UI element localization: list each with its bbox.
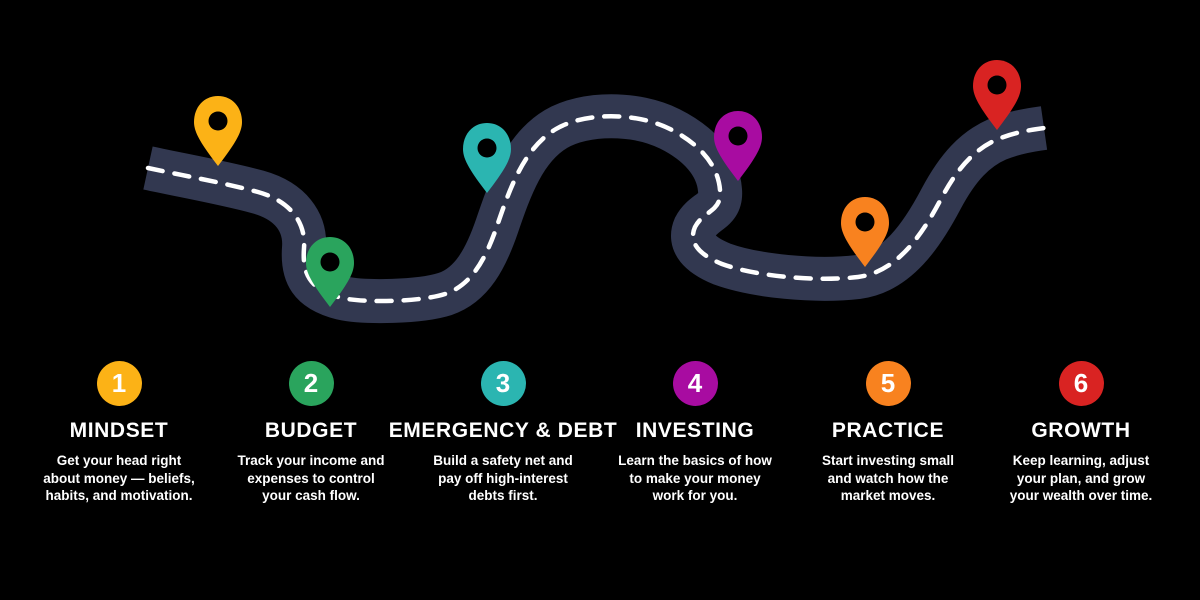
step-column-1: 1 MINDSET Get your head right about mone… <box>0 361 239 505</box>
map-pin-icon-step-6 <box>973 60 1021 130</box>
map-pin-icon-step-5 <box>841 197 889 267</box>
step-title: MINDSET <box>69 419 169 442</box>
step-number-badge: 6 <box>1058 361 1104 406</box>
step-number-badge: 3 <box>480 361 526 406</box>
step-number-badge: 4 <box>672 361 718 406</box>
step-number-badge: 1 <box>96 361 142 406</box>
step-description: Build a safety net and pay off high-inte… <box>433 453 573 503</box>
step-number-badge: 5 <box>865 361 911 406</box>
step-description: Start investing small and watch how the … <box>821 453 955 503</box>
step-title: EMERGENCY & DEBT <box>388 419 618 442</box>
map-pin-icon-step-3 <box>463 123 511 193</box>
step-description: Keep learning, adjust your plan, and gro… <box>1009 453 1153 503</box>
step-description: Get your head right about money — belief… <box>43 453 195 503</box>
road <box>143 94 1048 324</box>
step-title: PRACTICE <box>831 419 945 442</box>
step-column-6: 6 GROWTH Keep learning, adjust your plan… <box>961 361 1200 505</box>
step-description: Learn the basics of how to make your mon… <box>618 453 772 503</box>
map-pin-icon-step-4 <box>714 111 762 181</box>
step-column-2: 2 BUDGET Track your income and expenses … <box>191 361 431 505</box>
step-title: GROWTH <box>1031 419 1131 442</box>
step-column-5: 5 PRACTICE Start investing small and wat… <box>768 361 1008 505</box>
step-title: INVESTING <box>635 419 755 442</box>
step-description: Track your income and expenses to contro… <box>237 453 385 503</box>
step-column-3: 3 EMERGENCY & DEBT Build a safety net an… <box>383 361 623 505</box>
map-pin-icon-step-1 <box>194 96 242 166</box>
step-number-badge: 2 <box>288 361 334 406</box>
map-pin-icon-step-2 <box>306 237 354 307</box>
step-column-4: 4 INVESTING Learn the basics of how to m… <box>575 361 815 505</box>
step-title: BUDGET <box>264 419 358 442</box>
